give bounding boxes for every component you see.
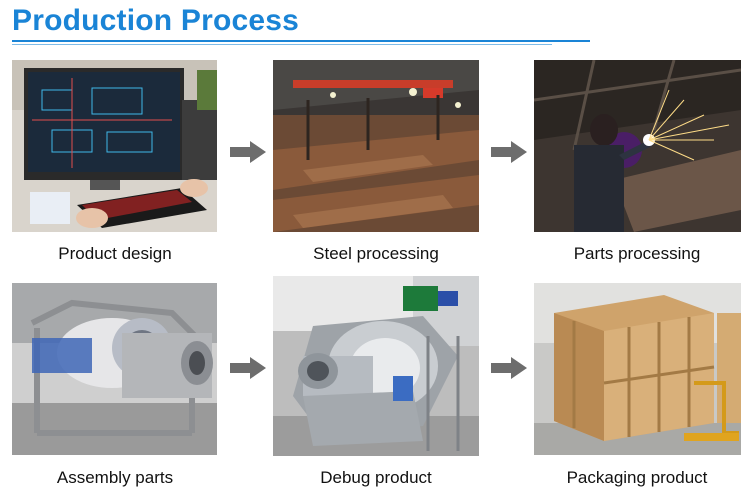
step-label-packaging-product: Packaging product	[566, 468, 708, 487]
step-label-steel-processing: Steel processing	[313, 244, 439, 263]
step-label-debug-product: Debug product	[320, 468, 432, 487]
title-underline	[12, 40, 590, 42]
packaging-product-photo	[534, 283, 741, 455]
product-design-photo	[12, 60, 217, 232]
page-title: Production Process	[12, 4, 300, 37]
debug-product-photo	[273, 276, 479, 456]
right-arrow-icon	[491, 141, 527, 163]
step-label-assembly-parts: Assembly parts	[56, 468, 174, 487]
step-label-product-design: Product design	[58, 244, 172, 263]
steel-processing-photo	[273, 60, 479, 232]
step-label-parts-processing: Parts processing	[573, 244, 701, 263]
right-arrow-icon	[491, 357, 527, 379]
right-arrow-icon	[230, 357, 266, 379]
parts-processing-photo	[534, 60, 741, 232]
title-underline-secondary	[12, 44, 552, 45]
right-arrow-icon	[230, 141, 266, 163]
assembly-parts-photo	[12, 283, 217, 455]
